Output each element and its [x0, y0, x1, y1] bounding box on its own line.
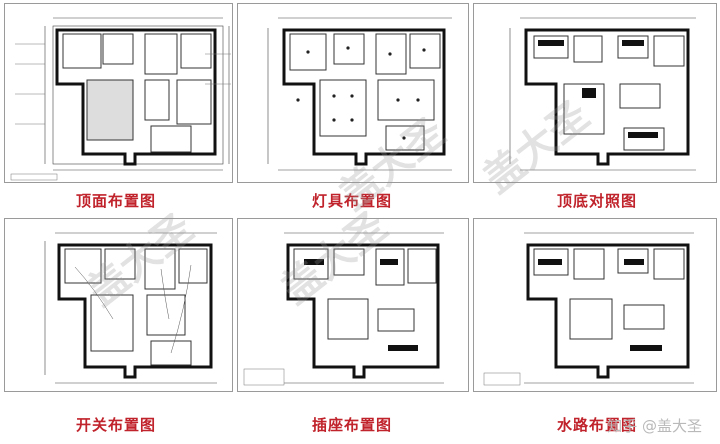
caption-socket-layout: 插座布置图 [312, 416, 393, 434]
caption-switch-layout: 开关布置图 [76, 416, 157, 434]
drawing-sheet-ceiling-layout [4, 3, 233, 183]
drawing-sheet-socket-layout [237, 218, 469, 392]
drawing-sheet-ceiling-floor-comparison [473, 3, 717, 183]
floor-plan-drawing [509, 17, 696, 171]
caption-ceiling-floor-comparison: 顶底对照图 [557, 192, 638, 210]
source-watermark: 知乎 @盖大圣 [607, 417, 702, 435]
drawing-sheet-switch-layout [4, 218, 233, 392]
caption-ceiling-layout: 顶面布置图 [76, 192, 157, 210]
caption-lighting-layout: 灯具布置图 [312, 192, 393, 210]
floor-plan-drawing [10, 17, 231, 181]
drawing-sheet-lighting-layout [237, 3, 469, 183]
floor-plan-drawing [267, 17, 452, 171]
floor-plan-drawing [44, 232, 217, 384]
drawing-sheet-water-layout [473, 218, 717, 392]
caption-water-layout: 水路布置图 [557, 416, 638, 434]
floor-plan-drawing [483, 232, 694, 386]
floor-plan-drawing [243, 232, 444, 386]
